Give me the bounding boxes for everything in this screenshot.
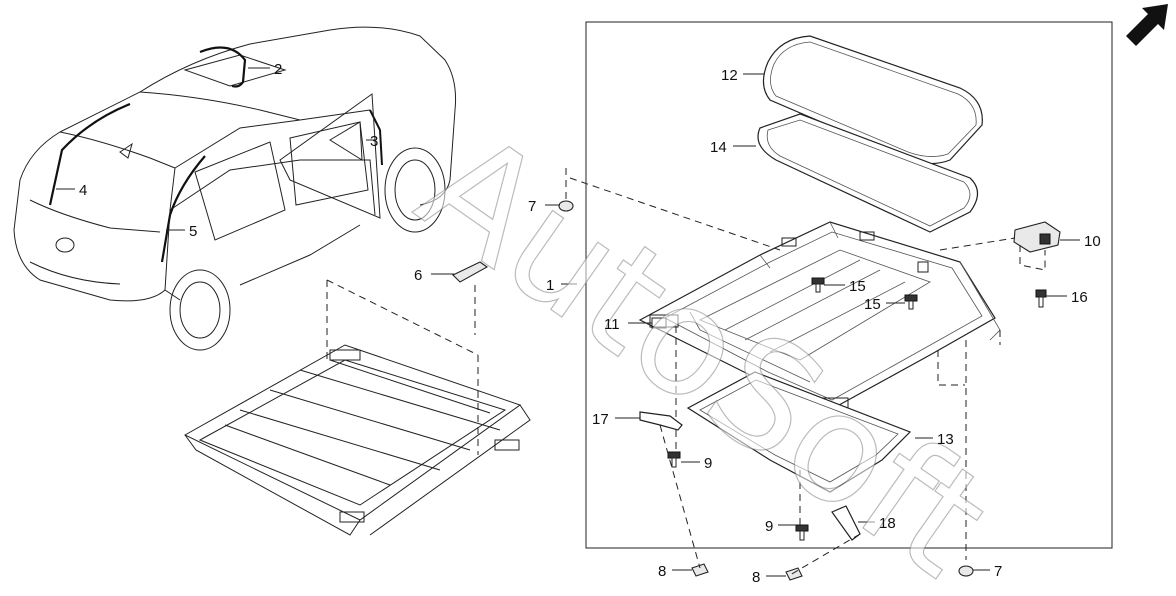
callout-13: 13 xyxy=(937,431,954,448)
callout-16: 16 xyxy=(1071,289,1088,306)
part-17-bracket xyxy=(639,411,683,431)
callout-8-a: 8 xyxy=(658,563,666,580)
part-12-glass-seal xyxy=(762,35,983,165)
callout-7-bottom: 7 xyxy=(994,563,1002,580)
callout-labels: 2 3 4 5 6 7 1 12 14 10 15 15 16 11 17 13… xyxy=(79,61,1101,586)
callout-15-a: 15 xyxy=(849,278,866,295)
callout-10: 10 xyxy=(1084,233,1101,250)
part-14-glass-panel xyxy=(757,113,979,233)
callout-2: 2 xyxy=(274,61,282,78)
parts-box xyxy=(585,21,1113,549)
callout-1: 1 xyxy=(546,277,554,294)
callout-18: 18 xyxy=(879,515,896,532)
part-9-bolts xyxy=(667,451,809,541)
part-7-nuts xyxy=(558,200,974,577)
callout-7-top: 7 xyxy=(528,198,536,215)
callout-3: 3 xyxy=(370,133,378,150)
callout-8-b: 8 xyxy=(752,569,760,586)
callout-4: 4 xyxy=(79,182,87,199)
callout-6: 6 xyxy=(414,267,422,284)
vehicle-illustration xyxy=(13,26,456,351)
callout-12: 12 xyxy=(721,67,738,84)
frame-illustration-left xyxy=(183,279,531,536)
callout-5: 5 xyxy=(189,223,197,240)
part-8-bolts xyxy=(691,563,803,581)
part-6-trim xyxy=(452,261,489,283)
parts-leaders xyxy=(431,73,1080,577)
vehicle-leaders xyxy=(56,67,375,231)
assembly-dash-lines xyxy=(474,168,1016,576)
front-arrow-icon xyxy=(1126,4,1168,46)
callout-15-b: 15 xyxy=(864,296,881,313)
callout-17: 17 xyxy=(592,411,609,428)
callout-14: 14 xyxy=(710,139,727,156)
part-10-motor xyxy=(1013,221,1061,271)
part-1-sunroof-frame xyxy=(638,221,1001,421)
callout-9-a: 9 xyxy=(704,455,712,472)
part-15-screws xyxy=(811,277,918,310)
part-16-bolt xyxy=(1035,289,1047,308)
callout-11: 11 xyxy=(604,316,620,333)
callout-9-b: 9 xyxy=(765,518,773,535)
part-13-sunshade xyxy=(686,371,912,493)
